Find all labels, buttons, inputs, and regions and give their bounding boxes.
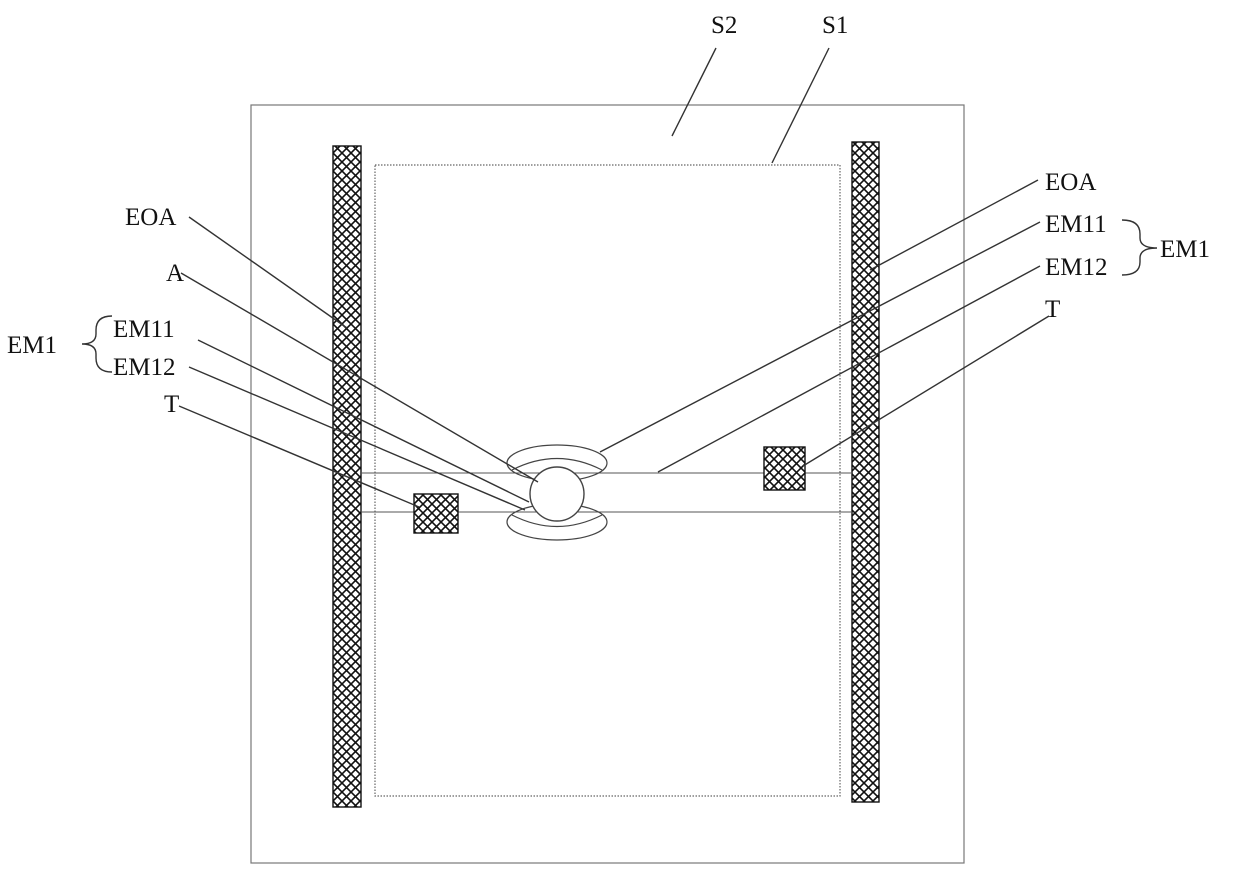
- label-eoa-right: EOA: [1045, 169, 1096, 196]
- label-t-left: T: [164, 391, 179, 418]
- label-em11-right: EM11: [1045, 211, 1107, 238]
- label-t-right: T: [1045, 296, 1060, 323]
- left-brace: [82, 316, 112, 372]
- leader-eoa-right: [870, 180, 1038, 270]
- center-circle-a: [530, 467, 584, 521]
- leader-em11-left: [198, 340, 529, 502]
- leader-eoa-left: [189, 217, 347, 328]
- leader-em11-right: [600, 222, 1040, 452]
- label-em12-left: EM12: [113, 354, 176, 381]
- label-s1: S1: [822, 12, 848, 39]
- left-t-block: [414, 494, 458, 533]
- leader-s2: [672, 48, 716, 136]
- right-t-block: [764, 447, 805, 490]
- right-brace: [1122, 220, 1157, 275]
- label-s2: S2: [711, 12, 737, 39]
- label-eoa-left: EOA: [125, 204, 176, 231]
- label-em12-right: EM12: [1045, 254, 1108, 281]
- label-em11-left: EM11: [113, 316, 175, 343]
- label-em1-right: EM1: [1160, 236, 1210, 263]
- right-hatched-electrode: [852, 142, 879, 802]
- label-a-left: A: [166, 260, 184, 287]
- leader-em12-right: [658, 266, 1040, 472]
- label-em1-left: EM1: [7, 332, 57, 359]
- leader-t-left: [179, 406, 419, 507]
